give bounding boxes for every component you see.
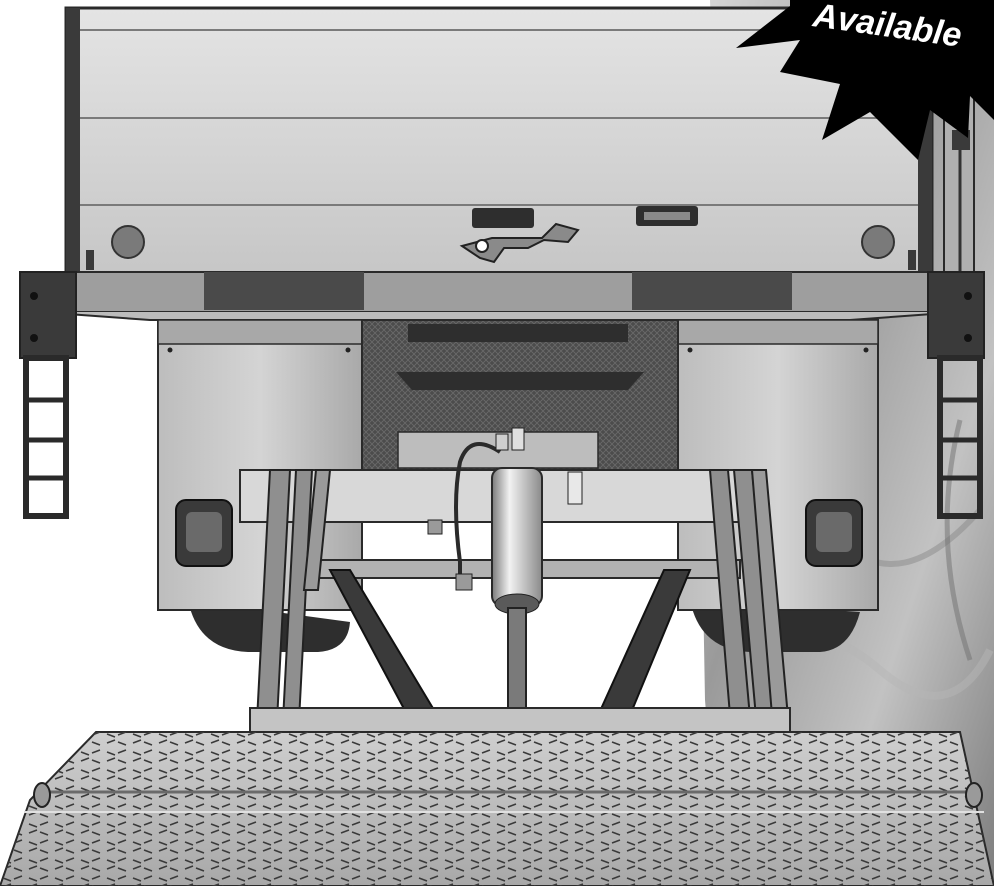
liftgate-deck-plate: [0, 731, 994, 886]
door-latch-icon: [459, 222, 580, 264]
right-marker-light-icon: [861, 225, 895, 259]
door-handle-plate: [472, 208, 534, 228]
left-deck-hinge-icon: [33, 782, 51, 808]
left-step-ladder: [19, 271, 77, 519]
availability-starburst-badge: Available: [736, 0, 994, 160]
right-deck-hinge-icon: [965, 782, 983, 808]
rear-bumper: [39, 271, 961, 321]
left-lift-arms: [254, 469, 442, 741]
center-mesh-box: [361, 319, 679, 471]
hydraulic-hose: [454, 442, 502, 582]
starburst-shape: [736, 0, 994, 160]
left-marker-light-icon: [111, 225, 145, 259]
right-step-ladder: [927, 271, 985, 519]
right-lift-arms: [594, 469, 792, 741]
